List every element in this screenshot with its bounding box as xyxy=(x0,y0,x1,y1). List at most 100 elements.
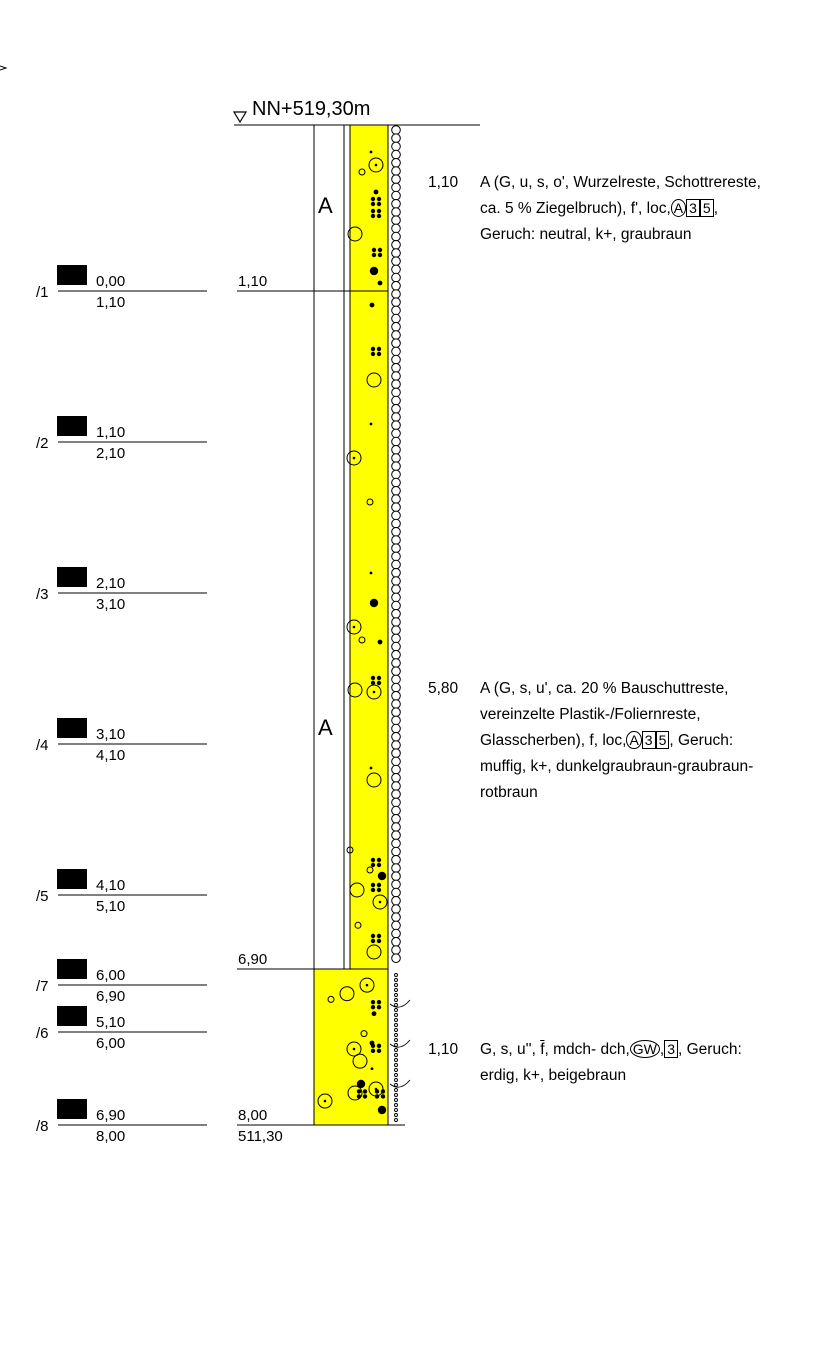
sample-id: /5 xyxy=(36,888,49,905)
soil-symbol xyxy=(370,346,382,357)
soil-symbol xyxy=(377,871,387,881)
gravel-circle xyxy=(391,666,401,677)
boundary-label-3: 8,00 xyxy=(238,1107,268,1124)
layer-fill-1 xyxy=(349,124,389,970)
gravel-circle xyxy=(391,477,401,488)
column-label-a2: A xyxy=(318,715,333,740)
gravel-circle xyxy=(391,748,401,759)
gravel-circle xyxy=(391,412,401,422)
soil-symbol xyxy=(366,498,374,506)
gravel-circle xyxy=(391,576,401,586)
gravel-dot xyxy=(394,1073,398,1077)
gravel-circle xyxy=(391,658,401,668)
gravel-circle xyxy=(391,707,401,718)
gravel-dot xyxy=(394,1103,398,1107)
soil-symbol xyxy=(370,857,382,868)
gravel-dot xyxy=(394,1118,398,1122)
soil-symbol xyxy=(369,571,373,575)
sample-id: /6 xyxy=(36,1025,49,1042)
gravel-circle xyxy=(391,740,401,750)
symbol-circle-label: A xyxy=(626,731,642,749)
gravel-circle xyxy=(391,527,401,537)
gravel-circle xyxy=(391,428,401,439)
gravel-circle xyxy=(391,158,401,168)
soil-symbol xyxy=(370,1067,374,1071)
curve-mark xyxy=(389,1039,411,1048)
curve-mark xyxy=(389,999,411,1008)
soil-symbol xyxy=(371,247,383,258)
sample-id: /8 xyxy=(36,1118,49,1135)
sample-top: 0,00 xyxy=(96,273,126,290)
gravel-dot xyxy=(394,978,398,982)
soil-symbol xyxy=(366,866,374,874)
desc-text: , xyxy=(659,1041,665,1058)
gravel-circle xyxy=(391,141,401,152)
sample-marker xyxy=(57,869,87,889)
boundary-label-1: 1,10 xyxy=(238,273,268,290)
gravel-circle xyxy=(391,600,401,611)
soil-symbol xyxy=(369,150,373,154)
gravel-circle xyxy=(391,846,401,857)
gravel-circle xyxy=(391,650,401,660)
sample-bottom: 3,10 xyxy=(96,596,126,613)
symbol-box-label: 5 xyxy=(655,731,670,749)
soil-symbol xyxy=(369,598,379,608)
soil-symbol xyxy=(347,226,363,242)
gravel-circle xyxy=(391,510,401,521)
gravel-circle xyxy=(391,330,401,340)
sample-top: 4,10 xyxy=(96,877,126,894)
sample-bottom: 4,10 xyxy=(96,747,126,764)
gravel-circle xyxy=(391,182,401,193)
gravel-circle xyxy=(391,272,401,283)
gravel-circle xyxy=(391,887,401,898)
soil-symbol xyxy=(352,1053,368,1069)
desc-text-overline: f xyxy=(540,1041,545,1058)
layer-thickness: 5,80 xyxy=(428,680,459,697)
gravel-circle xyxy=(391,436,401,447)
sample-marker xyxy=(57,416,87,436)
soil-symbol xyxy=(369,422,373,426)
gravel-circle xyxy=(391,305,401,316)
gravel-dot xyxy=(394,1093,398,1097)
gravel-circle xyxy=(391,551,401,562)
gravel-dot xyxy=(394,988,398,992)
layer-text: A (G, u, s, o', Wurzelreste, Schottreres… xyxy=(480,170,761,248)
gravel-circle xyxy=(391,945,401,955)
gravel-circle xyxy=(391,715,401,726)
soil-symbol xyxy=(356,1079,366,1089)
desc-text: G, s, u'', xyxy=(480,1041,541,1058)
desc-text: Glasscherben), f, loc, xyxy=(480,732,627,749)
gravel-dot xyxy=(394,1013,398,1017)
gravel-circle xyxy=(391,248,401,258)
gravel-circle xyxy=(391,559,401,570)
gravel-circle xyxy=(391,609,401,619)
sample-bottom: 5,10 xyxy=(96,898,126,915)
gravel-dot xyxy=(394,998,398,1002)
gravel-dot xyxy=(394,1023,398,1027)
gravel-circle xyxy=(391,486,401,496)
elevation-label: NN+519,30m xyxy=(252,98,371,120)
gravel-circle xyxy=(391,732,401,742)
gravel-circle xyxy=(391,633,401,644)
gravel-dot xyxy=(394,1003,398,1007)
gravel-circle xyxy=(391,682,401,693)
gravel-circle xyxy=(391,420,401,431)
soil-symbol xyxy=(358,168,366,176)
soil-symbol xyxy=(369,766,373,770)
desc-text: , Geruch: xyxy=(669,732,734,749)
gravel-circle xyxy=(391,256,401,267)
desc-line: Geruch: neutral, k+, graubraun xyxy=(480,226,692,243)
soil-symbol xyxy=(346,1041,362,1057)
gravel-dot xyxy=(394,1078,398,1082)
gravel-circle xyxy=(391,896,401,906)
gravel-circle xyxy=(391,814,401,824)
soil-symbol xyxy=(347,682,363,698)
gravel-circle xyxy=(391,281,401,291)
well-pipe xyxy=(313,124,345,970)
gravel-circle xyxy=(391,928,401,939)
gravel-circle xyxy=(391,625,401,636)
gravel-circle xyxy=(391,535,401,545)
